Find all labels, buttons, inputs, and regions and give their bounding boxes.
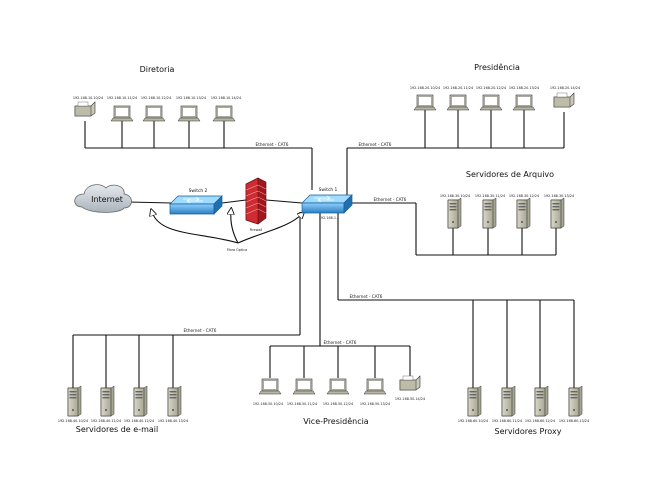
- ip-label: 192.168.60.10/24: [458, 419, 488, 423]
- device-server[interactable]: [568, 385, 583, 417]
- device-pc[interactable]: [212, 105, 236, 122]
- firewall-icon[interactable]: [245, 177, 267, 225]
- ip-label: 192.168.50.12/24: [323, 402, 353, 406]
- link-label-vice: Ethernet - CAT6: [324, 340, 357, 345]
- link-label-arquivo: Ethernet - CAT6: [374, 197, 407, 202]
- link-firewall-switch1: [265, 199, 303, 204]
- fiber-label: Fibra Óptica: [227, 247, 247, 252]
- internet-label: Internet: [91, 195, 123, 204]
- ip-label: 192.168.20.10/24: [410, 86, 440, 90]
- bus-arquivo: [337, 202, 557, 256]
- device-pc[interactable]: [292, 378, 316, 395]
- ip-label: 192.168.10.13/24: [176, 96, 206, 100]
- device-server[interactable]: [467, 385, 482, 417]
- switch1-icon[interactable]: [301, 194, 353, 214]
- device-pc[interactable]: [142, 105, 166, 122]
- ip-label: 192.168.20.12/24: [476, 86, 506, 90]
- ip-label: 192.168.50.14/24: [395, 397, 425, 401]
- device-printer[interactable]: [399, 375, 421, 391]
- ip-label: 192.168.50.10/24: [253, 402, 283, 406]
- ip-label: 192.168.20.11/24: [443, 86, 473, 90]
- ip-label: 192.168.40.13/24: [158, 419, 188, 423]
- ip-label: 192.168.60.11/24: [492, 419, 522, 423]
- ip-label: 192.168.30.10/24: [440, 194, 470, 198]
- ip-label: 192.168.40.12/24: [124, 419, 154, 423]
- device-pc[interactable]: [363, 378, 387, 395]
- device-server[interactable]: [447, 197, 462, 229]
- internet-cloud-icon[interactable]: [74, 184, 132, 213]
- link-label-diretoria: Ethernet - CAT6: [256, 142, 289, 147]
- switch2-icon[interactable]: [169, 195, 223, 215]
- bus-vice: [269, 212, 411, 378]
- ip-label: 192.168.10.11/24: [107, 96, 137, 100]
- ip-label: 192.168.60.13/24: [559, 419, 589, 423]
- device-server[interactable]: [534, 385, 549, 417]
- ip-label: 192.168.20.14/24: [550, 86, 580, 90]
- device-pc[interactable]: [446, 94, 470, 111]
- device-pc[interactable]: [479, 94, 503, 111]
- device-server[interactable]: [482, 197, 497, 229]
- device-server[interactable]: [550, 197, 565, 229]
- switch2-label: Switch 2: [189, 188, 208, 194]
- link-switch2-firewall: [221, 199, 247, 204]
- ip-label: 192.168.10.14/24: [211, 96, 241, 100]
- ip-label: 192.168.20.13/24: [509, 86, 539, 90]
- device-server[interactable]: [501, 385, 516, 417]
- bus-proxy: [337, 210, 575, 390]
- device-pc[interactable]: [110, 105, 134, 122]
- link-label-presidencia: Ethernet - CAT6: [359, 142, 392, 147]
- device-server[interactable]: [516, 197, 531, 229]
- device-server[interactable]: [133, 385, 148, 417]
- ip-label: 192.168.40.10/24: [58, 419, 88, 423]
- ip-label: 192.168.60.12/24: [525, 419, 555, 423]
- device-printer[interactable]: [553, 92, 575, 108]
- link-label-email: Ethernet - CAT6: [184, 328, 217, 333]
- group-title-vice: Vice-Presidência: [303, 416, 369, 426]
- group-title-proxy: Servidores Proxy: [495, 427, 562, 436]
- link-label-proxy: Ethernet - CAT6: [350, 294, 383, 299]
- ip-label: 192.168.50.11/24: [287, 402, 317, 406]
- device-pc[interactable]: [258, 378, 282, 395]
- device-pc[interactable]: [326, 378, 350, 395]
- device-server[interactable]: [100, 385, 115, 417]
- fiber-arrows: [152, 211, 302, 244]
- bus-presidencia: [346, 110, 565, 198]
- ip-label: 192.168.40.11/24: [91, 419, 121, 423]
- group-title-email: Servidores de e-mail: [76, 425, 158, 434]
- device-pc[interactable]: [512, 94, 536, 111]
- device-pc[interactable]: [177, 105, 201, 122]
- ip-label: 192.168.30.12/24: [509, 194, 539, 198]
- link-internet-switch2: [127, 201, 173, 204]
- device-server[interactable]: [67, 385, 82, 417]
- device-printer[interactable]: [74, 101, 96, 117]
- group-title-presidencia: Presidência: [474, 62, 520, 72]
- ip-label: 192.168.30.13/24: [544, 194, 574, 198]
- bus-email: [72, 212, 301, 390]
- ip-label: 192.168.50.13/24: [360, 402, 390, 406]
- ip-label: 192.168.30.11/24: [475, 194, 505, 198]
- group-title-diretoria: Diretoria: [140, 65, 175, 74]
- device-server[interactable]: [167, 385, 182, 417]
- device-pc[interactable]: [413, 94, 437, 111]
- ip-label: 192.168.10.12/24: [141, 96, 171, 100]
- bus-diretoria: [84, 121, 313, 190]
- ip-label: 192.168.10.10/24: [73, 96, 103, 100]
- switch1-label: Switch 1: [319, 187, 338, 193]
- switch1-ip: 192.168.1.1: [319, 216, 340, 220]
- group-title-arquivo: Servidores de Arquivo: [466, 170, 554, 179]
- firewall-label: Firewall: [250, 228, 263, 232]
